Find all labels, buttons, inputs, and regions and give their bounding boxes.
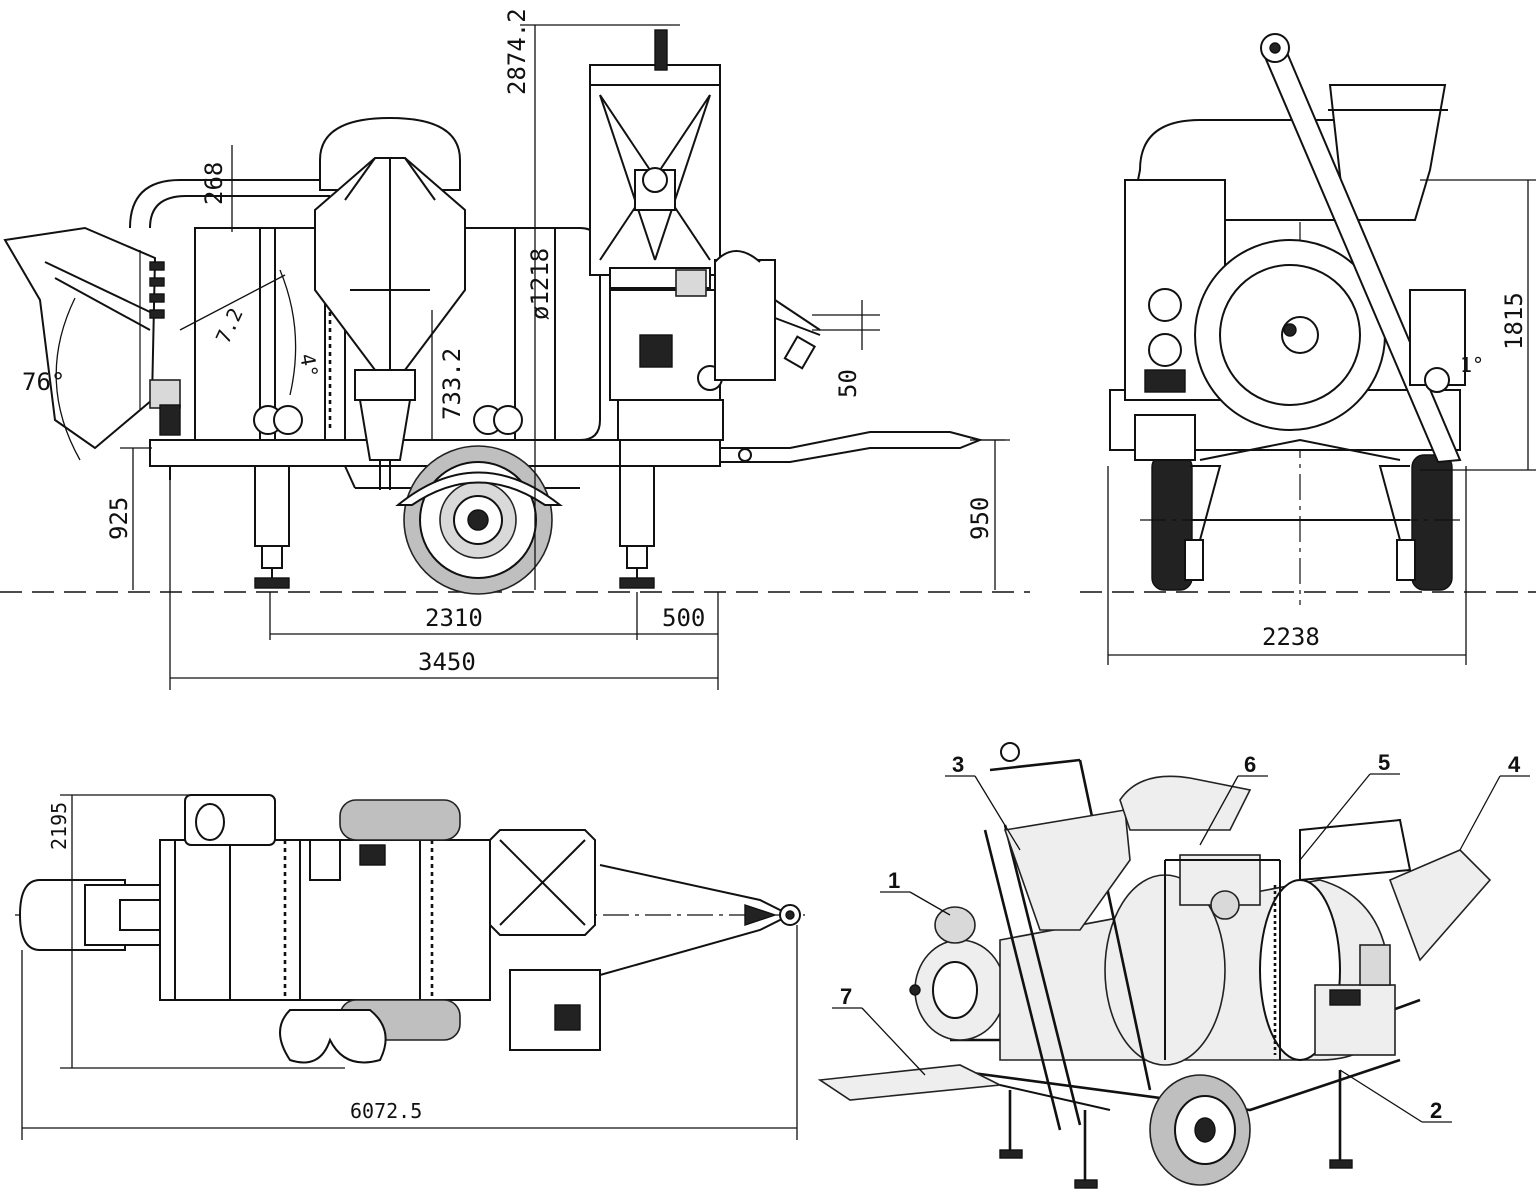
dim-tilt-angle: 1° (1460, 353, 1484, 377)
callout-3: 3 (952, 752, 964, 777)
dim-drum-inclination: 4° (295, 352, 323, 380)
feed-hopper (3, 226, 157, 450)
dim-overall-height: 2874.2 (503, 8, 531, 95)
dim-hood-offset: 268 (200, 162, 228, 205)
dim-hopper-angle: 76° (22, 368, 65, 396)
cyclone-separator (314, 116, 466, 490)
end-view: 1815 2238 1° (1080, 33, 1536, 665)
callout-5: 5 (1378, 750, 1390, 775)
drum-end-face (1194, 239, 1386, 431)
dim-end-overall-width: 2238 (1262, 623, 1320, 651)
side-view-dimensions: 2874.2 268 ø1218 733.2 50 925 950 (22, 8, 1010, 690)
callout-4: 4 (1508, 752, 1521, 777)
dim-frame-height-right: 950 (966, 497, 994, 540)
callout-2: 2 (1430, 1098, 1442, 1123)
wheel (395, 445, 563, 595)
callout-6: 6 (1244, 752, 1256, 777)
support-jack-right (619, 465, 655, 589)
burner-assembly (609, 250, 821, 467)
support-jack-left (254, 465, 290, 589)
spring-coils (149, 261, 165, 319)
dim-drum-axis-height: 733.2 (438, 348, 466, 420)
dim-jack-to-end: 500 (662, 604, 705, 632)
dim-drum-diameter: ø1218 (526, 248, 554, 320)
end-wheel-right (1411, 454, 1453, 591)
side-view: 2874.2 268 ø1218 733.2 50 925 950 (0, 8, 1030, 690)
plan-view: 2195 6072.5 (15, 794, 805, 1140)
dim-plan-overall-length: 6072.5 (350, 1099, 422, 1123)
plan-cyclone (279, 1009, 387, 1064)
iso-drawbar (817, 1064, 1003, 1101)
dim-frame-height-left: 925 (105, 497, 133, 540)
callout-7: 7 (840, 984, 852, 1009)
iso-callouts: 3 6 5 4 1 7 2 (832, 750, 1530, 1123)
dim-frame-length: 3450 (418, 648, 476, 676)
dim-axle-to-jack: 2310 (425, 604, 483, 632)
exhaust-duct (129, 179, 330, 229)
dim-chimney-offset: 50 (834, 369, 862, 398)
iso-hopper-right (1388, 849, 1492, 962)
drawbar (719, 431, 984, 463)
dim-plan-overall-width: 2195 (47, 802, 71, 850)
callout-1: 1 (888, 868, 900, 893)
plan-view-dimensions: 2195 6072.5 (21, 794, 798, 1140)
isometric-view: 3 6 5 4 1 7 2 (817, 742, 1530, 1189)
plan-wheel-top (339, 799, 461, 841)
iso-mixer-hopper (1003, 809, 1131, 931)
end-view-dimensions: 1815 2238 1° (1107, 179, 1536, 665)
hoist-tower (589, 29, 721, 289)
dim-height-above-frame: 1815 (1500, 292, 1528, 350)
